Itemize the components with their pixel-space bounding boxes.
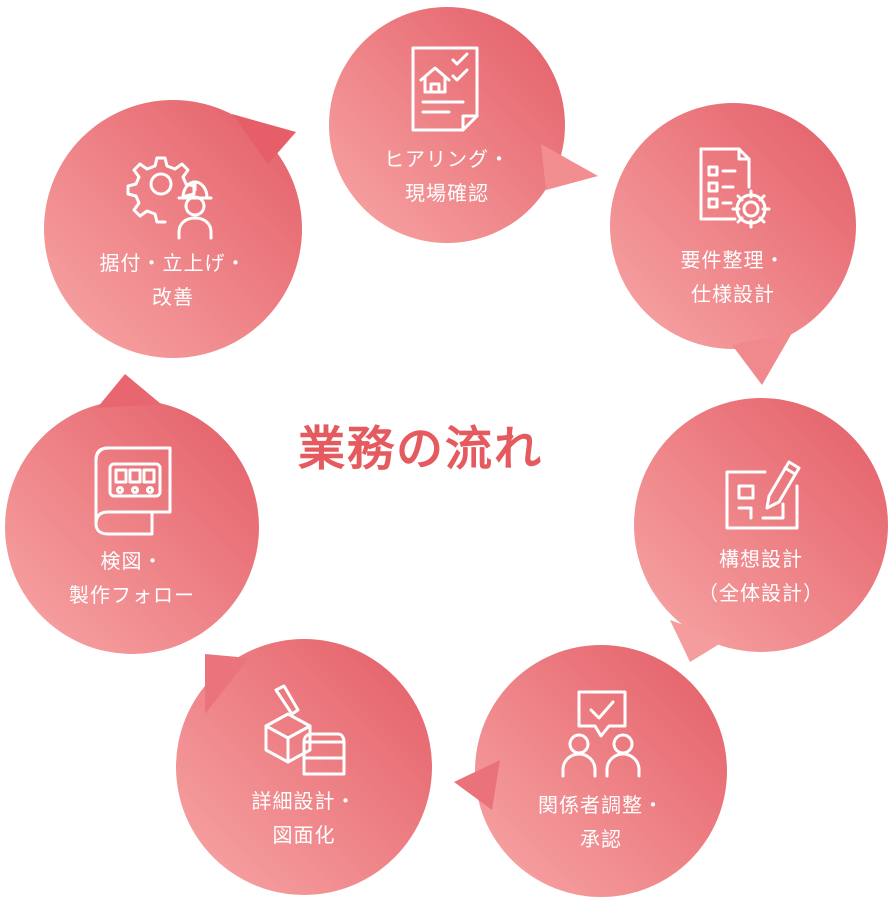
step-drawing-check: 検図・ 製作フォロー	[1, 374, 263, 658]
step-label-line2: 改善	[152, 285, 194, 309]
step-label-line1: 据付・立上げ・	[99, 251, 247, 275]
step-label-line1: 詳細設計・	[251, 789, 357, 813]
document-house-check-icon	[397, 38, 497, 138]
blueprint-pencil-icon	[711, 438, 811, 538]
step-label-line2: 図面化	[272, 823, 336, 847]
step-label: 詳細設計・ 図面化	[189, 784, 419, 852]
speech-bubble	[44, 100, 302, 358]
step-label-line2: 現場確認	[405, 181, 489, 205]
drawing-conveyor-icon	[82, 440, 182, 540]
step-label: 据付・立上げ・ 改善	[58, 246, 288, 314]
step-detailed-design: 詳細設計・ 図面化	[173, 636, 435, 898]
step-label: 関係者調整・ 承認	[486, 788, 716, 856]
speech-bubble	[329, 7, 598, 243]
step-label: 要件整理・ 仕様設計	[618, 243, 848, 311]
gear-worker-icon	[123, 142, 223, 242]
step-installation: 据付・立上げ・ 改善	[42, 98, 304, 360]
step-label-line1: 関係者調整・	[538, 793, 664, 817]
flow-title: 業務の流れ	[298, 422, 543, 477]
speech-bubble	[454, 645, 727, 897]
step-hearing: ヒアリング・ 現場確認	[316, 0, 598, 256]
step-label: ヒアリング・ 現場確認	[332, 142, 562, 210]
step-conceptual-design: 構想設計 （全体設計）	[630, 394, 892, 662]
step-label-line2: （全体設計）	[698, 581, 824, 605]
step-requirements: 要件整理・ 仕様設計	[602, 95, 864, 385]
speech-bubble	[5, 374, 259, 654]
speech-bubble	[634, 398, 888, 662]
speech-bubble	[610, 103, 856, 385]
step-label-line2: 製作フォロー	[69, 583, 195, 607]
step-label: 検図・ 製作フォロー	[17, 544, 247, 612]
step-coordination: 関係者調整・ 承認	[454, 640, 732, 902]
step-label-line2: 仕様設計	[691, 282, 775, 306]
step-label: 構想設計 （全体設計）	[646, 542, 876, 610]
boxes-pencil-icon	[254, 680, 354, 780]
step-label-line1: 検図・	[100, 549, 164, 573]
people-approval-icon	[551, 684, 651, 784]
step-label-line2: 承認	[580, 827, 622, 851]
document-gear-icon	[683, 139, 783, 239]
step-label-line1: 要件整理・	[680, 248, 786, 272]
step-label-line1: 構想設計	[719, 547, 803, 571]
step-label-line1: ヒアリング・	[384, 147, 510, 171]
